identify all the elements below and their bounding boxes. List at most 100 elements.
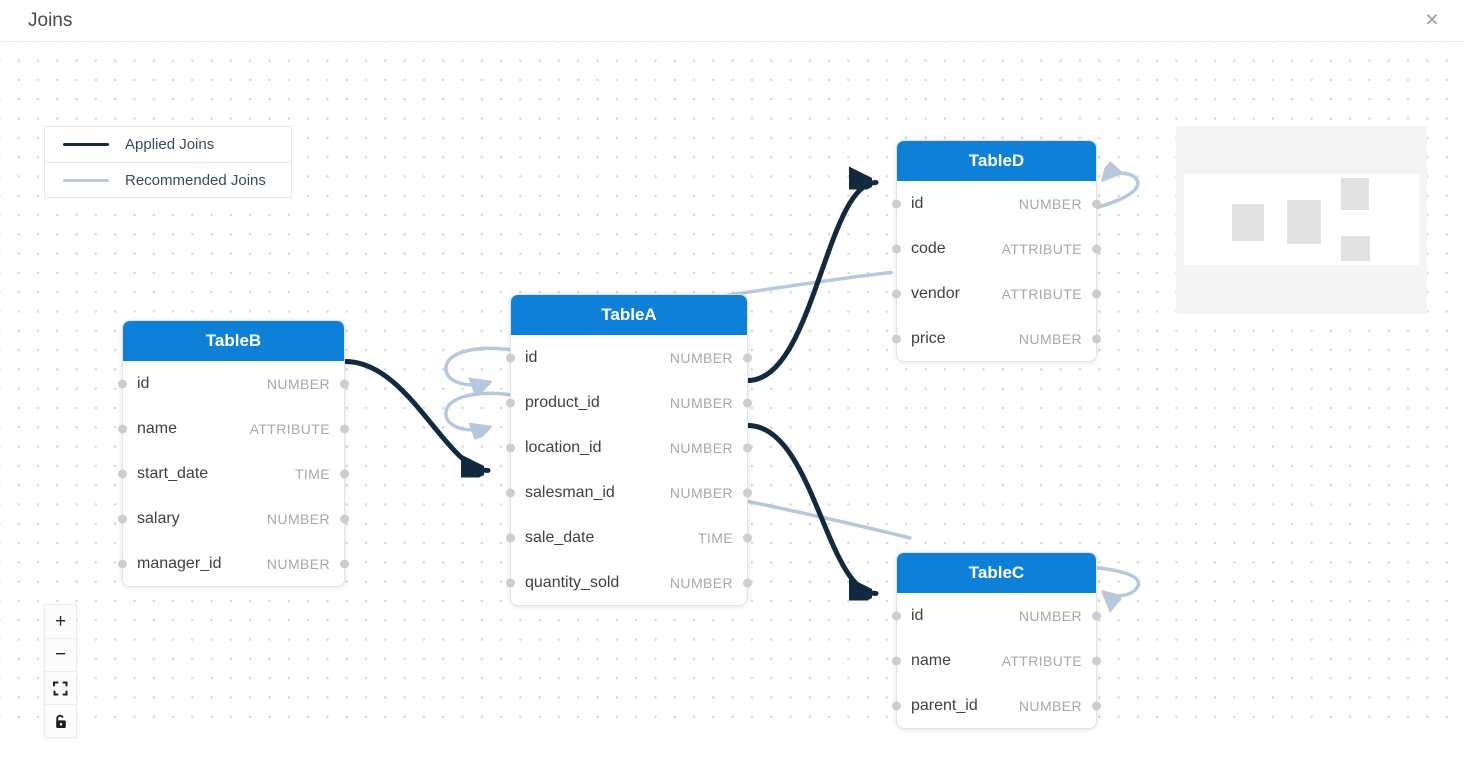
fit-view-button[interactable] xyxy=(45,671,76,704)
lock-toggle-button[interactable] xyxy=(45,704,76,737)
field-name: salesman_id xyxy=(525,483,615,501)
table-field-row[interactable]: salary NUMBER xyxy=(118,496,349,541)
table-field-row[interactable]: id NUMBER xyxy=(892,181,1101,226)
recommended-join-line-swatch xyxy=(63,178,109,182)
port-left[interactable] xyxy=(506,488,515,497)
edge-applied-tablea-location-id-to-tablec-id[interactable] xyxy=(745,423,879,594)
table-field-row[interactable]: code ATTRIBUTE xyxy=(892,226,1101,271)
minimap[interactable] xyxy=(1176,126,1427,314)
table-field-row[interactable]: start_date TIME xyxy=(118,451,349,496)
table-field-row[interactable]: salesman_id NUMBER xyxy=(506,470,752,515)
table-field-row[interactable]: id NUMBER xyxy=(506,335,752,380)
port-left[interactable] xyxy=(892,199,901,208)
port-left[interactable] xyxy=(118,424,127,433)
table-node-tableb[interactable]: TableB id NUMBER name ATTRIBUTE start_da… xyxy=(118,320,349,587)
port-right[interactable] xyxy=(743,353,752,362)
table-title-tablea[interactable]: TableA xyxy=(511,295,747,335)
port-right[interactable] xyxy=(743,398,752,407)
port-right[interactable] xyxy=(1092,611,1101,620)
field-type: ATTRIBUTE xyxy=(1001,240,1082,257)
table-field-row[interactable]: id NUMBER xyxy=(118,361,349,406)
field-name: name xyxy=(137,419,178,437)
legend-label: Recommended Joins xyxy=(125,171,266,189)
field-type: NUMBER xyxy=(669,574,733,591)
port-right[interactable] xyxy=(743,443,752,452)
port-left[interactable] xyxy=(118,469,127,478)
field-type: NUMBER xyxy=(669,439,733,456)
port-left[interactable] xyxy=(892,701,901,710)
port-right[interactable] xyxy=(1092,199,1101,208)
port-right[interactable] xyxy=(743,578,752,587)
table-field-row[interactable]: name ATTRIBUTE xyxy=(118,406,349,451)
port-right[interactable] xyxy=(1092,701,1101,710)
port-left[interactable] xyxy=(892,656,901,665)
table-field-row[interactable]: id NUMBER xyxy=(892,593,1101,638)
port-left[interactable] xyxy=(892,244,901,253)
legend-item-applied: Applied Joins xyxy=(45,127,291,162)
field-name: salary xyxy=(137,509,180,527)
table-node-tablec[interactable]: TableC id NUMBER name ATTRIBUTE parent_i… xyxy=(892,552,1101,729)
field-type: NUMBER xyxy=(266,510,330,527)
table-field-row[interactable]: sale_date TIME xyxy=(506,515,752,560)
field-type: ATTRIBUTE xyxy=(249,420,330,437)
edge-applied-tablea-product-id-to-tabled-id[interactable] xyxy=(745,183,879,383)
field-name: start_date xyxy=(137,464,209,482)
table-field-row[interactable]: location_id NUMBER xyxy=(506,425,752,470)
field-name: id xyxy=(911,606,924,624)
port-left[interactable] xyxy=(892,334,901,343)
edge-applied-tableb-id-to-tablea-salesman-id[interactable] xyxy=(342,359,491,471)
fit-view-icon xyxy=(53,681,68,695)
unlock-icon xyxy=(55,714,66,728)
table-field-row[interactable]: vendor ATTRIBUTE xyxy=(892,271,1101,316)
table-field-row[interactable]: product_id NUMBER xyxy=(506,380,752,425)
field-type: ATTRIBUTE xyxy=(1001,652,1082,669)
port-right[interactable] xyxy=(1092,289,1101,298)
port-right[interactable] xyxy=(340,514,349,523)
port-left[interactable] xyxy=(892,611,901,620)
table-field-row[interactable]: name ATTRIBUTE xyxy=(892,638,1101,683)
field-name: id xyxy=(911,194,924,212)
close-icon[interactable]: × xyxy=(1416,3,1448,35)
port-left[interactable] xyxy=(118,559,127,568)
zoom-out-button[interactable]: − xyxy=(45,638,76,671)
port-right[interactable] xyxy=(743,533,752,542)
minimap-node-tablea xyxy=(1287,200,1321,244)
field-type: NUMBER xyxy=(1018,697,1082,714)
field-name: product_id xyxy=(525,393,600,411)
port-left[interactable] xyxy=(118,514,127,523)
table-title-tablec[interactable]: TableC xyxy=(897,553,1096,593)
field-name: sale_date xyxy=(525,528,595,546)
port-right[interactable] xyxy=(340,379,349,388)
port-right[interactable] xyxy=(340,469,349,478)
field-name: id xyxy=(525,348,538,366)
field-name: name xyxy=(911,651,952,669)
port-right[interactable] xyxy=(743,488,752,497)
port-right[interactable] xyxy=(340,424,349,433)
field-type: NUMBER xyxy=(1018,607,1082,624)
joins-canvas[interactable]: TableB id NUMBER name ATTRIBUTE start_da… xyxy=(0,42,1464,738)
zoom-in-button[interactable]: + xyxy=(45,605,76,638)
table-node-tabled[interactable]: TableD id NUMBER code ATTRIBUTE vendor A… xyxy=(892,140,1101,362)
join-legend: Applied Joins Recommended Joins xyxy=(44,126,292,198)
port-left[interactable] xyxy=(506,443,515,452)
port-left[interactable] xyxy=(118,379,127,388)
table-field-row[interactable]: parent_id NUMBER xyxy=(892,683,1101,728)
port-right[interactable] xyxy=(1092,656,1101,665)
field-name: quantity_sold xyxy=(525,573,620,591)
field-type: ATTRIBUTE xyxy=(1001,285,1082,302)
port-right[interactable] xyxy=(1092,334,1101,343)
port-left[interactable] xyxy=(506,353,515,362)
port-left[interactable] xyxy=(892,289,901,298)
port-right[interactable] xyxy=(1092,244,1101,253)
port-left[interactable] xyxy=(506,578,515,587)
table-title-tabled[interactable]: TableD xyxy=(897,141,1096,181)
table-field-row[interactable]: quantity_sold NUMBER xyxy=(506,560,752,605)
table-field-row[interactable]: price NUMBER xyxy=(892,316,1101,361)
port-left[interactable] xyxy=(506,398,515,407)
port-right[interactable] xyxy=(340,559,349,568)
port-left[interactable] xyxy=(506,533,515,542)
field-name: location_id xyxy=(525,438,602,456)
table-node-tablea[interactable]: TableA id NUMBER product_id NUMBER locat… xyxy=(506,294,752,606)
table-field-row[interactable]: manager_id NUMBER xyxy=(118,541,349,586)
table-title-tableb[interactable]: TableB xyxy=(123,321,344,361)
